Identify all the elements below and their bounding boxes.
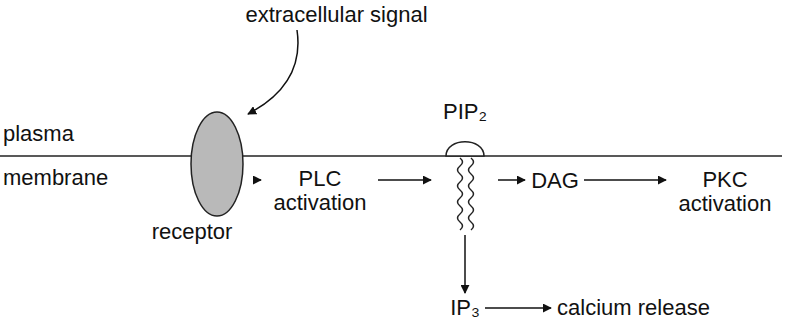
process-text: PKC activation: [670, 168, 780, 216]
molecule-text: DAG: [529, 169, 581, 193]
receptor-label: receptor: [140, 220, 244, 244]
membrane-label: plasma membrane: [3, 112, 98, 200]
process-text: PKC activation: [670, 168, 780, 216]
flow-arrow: [485, 307, 551, 309]
plasma-membrane-line: [0, 155, 782, 157]
process-text: calcium release: [555, 296, 712, 320]
signal-text: extracellular signal: [243, 3, 430, 27]
lipid-node: PIP₂: [435, 100, 495, 232]
process-text: calcium release: [555, 296, 712, 320]
receptor-shape: [188, 110, 246, 220]
flow-arrow: [584, 179, 666, 181]
process-text: PLC activation: [265, 167, 375, 215]
molecule-text: IP₃: [448, 296, 482, 320]
flow-arrow: [498, 179, 525, 181]
receptor-node: receptor: [140, 108, 250, 246]
molecule-text: IP₃: [448, 296, 482, 320]
flow-arrow: [378, 179, 431, 181]
molecule-text: DAG: [529, 169, 581, 193]
signal-text: extracellular signal: [243, 3, 430, 27]
flow-arrow: [253, 179, 261, 181]
lipid-label: PIP₂: [435, 100, 495, 124]
flow-arrow: [464, 235, 466, 293]
process-text: PLC activation: [265, 167, 375, 215]
flow-arrow: [248, 30, 298, 114]
